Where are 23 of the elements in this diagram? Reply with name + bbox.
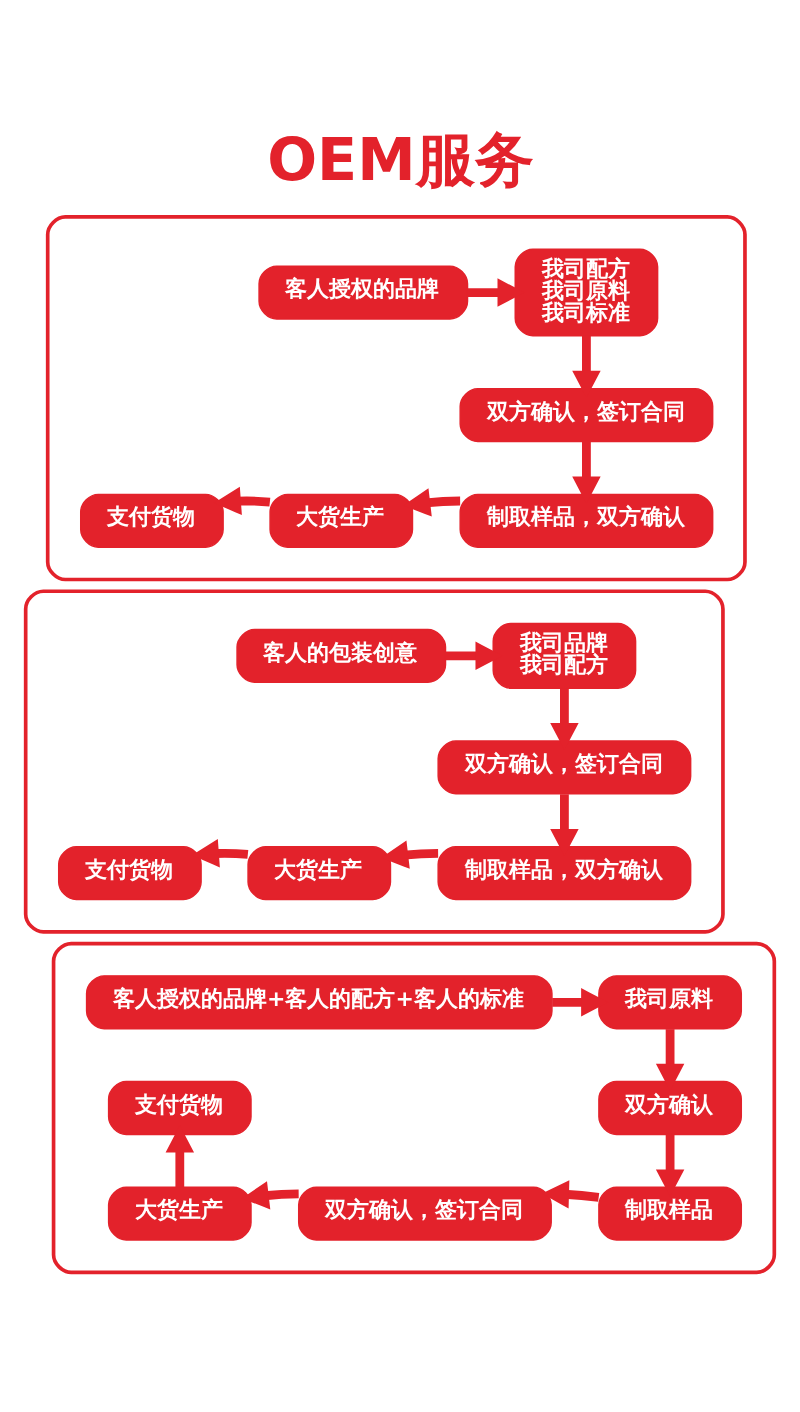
cluster [51, 941, 777, 1274]
node-box: 我司品牌 我司配方 [492, 622, 637, 689]
node-box: 双方确认 [598, 1080, 743, 1135]
node-box: 大货生产 [247, 845, 392, 900]
node-box: 制取样品，双方确认 [437, 845, 692, 900]
node-box: 大货生产 [269, 493, 414, 548]
node-box: 支付货物 [80, 493, 224, 548]
node-box: 客人的包装创意 [236, 628, 447, 683]
node-box: 制取样品 [598, 1186, 743, 1241]
node-box: 制取样品，双方确认 [459, 493, 714, 548]
node-box: 客人授权的品牌+客人的配方+客人的标准 [85, 974, 553, 1029]
node-box: 双方确认，签订合同 [437, 739, 692, 795]
cluster [45, 214, 747, 581]
node-box: 双方确认，签订合同 [297, 1186, 552, 1241]
node-box: 大货生产 [107, 1186, 252, 1241]
node-box: 支付货物 [107, 1080, 252, 1135]
node-box: 支付货物 [57, 845, 202, 900]
node-box: 我司配方 我司原料 我司标准 [514, 248, 659, 337]
node-box: 客人授权的品牌 [258, 264, 469, 320]
cluster [23, 588, 725, 934]
node-box: 双方确认，签订合同 [459, 387, 714, 442]
node-box: 我司原料 [598, 974, 743, 1029]
diagram-title: OEM服务 [267, 125, 534, 194]
